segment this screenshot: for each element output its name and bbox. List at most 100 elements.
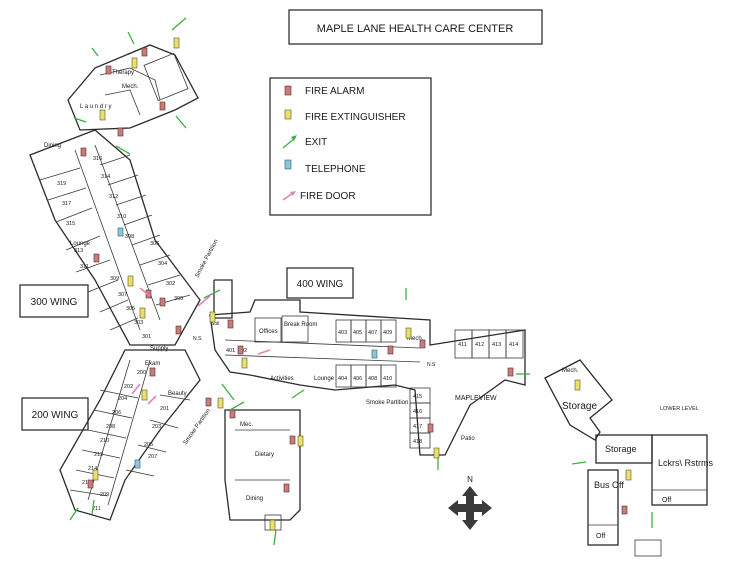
room-mec: Mec. bbox=[240, 422, 253, 428]
fire-extinguisher-icon bbox=[127, 275, 134, 287]
room-314: 314 bbox=[101, 174, 110, 180]
fire-extinguisher-icon bbox=[173, 37, 180, 49]
room-409: 409 bbox=[383, 330, 392, 336]
room-lounge-400: Lounge bbox=[314, 376, 335, 382]
legend-fire-extinguisher-icon bbox=[284, 109, 292, 120]
wing-300-label: 300 WING bbox=[31, 297, 78, 308]
fire-door-markers bbox=[131, 287, 271, 405]
room-308: 308 bbox=[125, 234, 134, 240]
room-off-b: Off bbox=[596, 533, 605, 540]
room-therapy: Therapy bbox=[112, 70, 134, 76]
exit-arrow-icon bbox=[127, 31, 135, 45]
fire-extinguisher-icon bbox=[209, 311, 216, 323]
exit-arrow-icon bbox=[115, 145, 131, 155]
room-dining: Dining bbox=[246, 496, 263, 502]
fire-alarm-icon bbox=[387, 345, 394, 355]
room-417: 417 bbox=[413, 424, 422, 430]
fire-alarm-icon bbox=[141, 47, 148, 57]
fire-alarm-icon bbox=[159, 297, 166, 307]
room-209: 209 bbox=[100, 492, 109, 498]
room-406: 406 bbox=[353, 376, 362, 382]
fire-alarm-icon bbox=[227, 319, 234, 329]
telephone-icon bbox=[134, 459, 141, 469]
compass-arrows-icon bbox=[448, 486, 492, 530]
wing-200-structure bbox=[59, 349, 201, 521]
room-411: 411 bbox=[458, 342, 467, 348]
room-316: 316 bbox=[93, 156, 102, 162]
room-201: 201 bbox=[160, 406, 169, 412]
fire-extinguisher-icon bbox=[269, 519, 276, 531]
fire-alarm-icon bbox=[105, 65, 112, 75]
room-211: 211 bbox=[92, 506, 101, 512]
room-305: 305 bbox=[126, 306, 135, 312]
legend-fire-door-icon bbox=[282, 192, 294, 201]
legend-exit-label: EXIT bbox=[305, 137, 327, 148]
fire-alarm-markers bbox=[80, 47, 628, 515]
room-patio: Patio bbox=[461, 436, 475, 442]
room-storage-lower: Storage bbox=[562, 401, 597, 412]
fire-extinguisher-icon bbox=[141, 389, 148, 401]
room-307: 307 bbox=[118, 292, 127, 298]
exit-arrow-icon bbox=[571, 461, 587, 465]
fire-alarm-icon bbox=[237, 345, 244, 355]
fire-alarm-icon bbox=[427, 423, 434, 433]
exit-arrow-icon bbox=[273, 529, 277, 546]
exit-arrow-icon bbox=[91, 499, 95, 515]
smoke-partition-b: Smoke Partition bbox=[183, 408, 212, 446]
wing-400-label: 400 WING bbox=[297, 279, 344, 290]
fire-extinguisher-icon bbox=[241, 357, 248, 369]
exit-arrow-icon bbox=[291, 389, 305, 399]
room-401: 401 bbox=[226, 348, 235, 354]
legend-exit-icon bbox=[282, 137, 296, 149]
room-exam: Exam bbox=[145, 361, 160, 367]
legend-fire-alarm-icon bbox=[284, 85, 292, 96]
room-210: 210 bbox=[100, 438, 109, 444]
map-title: MAPLE LANE HEALTH CARE CENTER bbox=[317, 23, 514, 35]
room-lounge-300: Lounge bbox=[70, 241, 91, 247]
room-207: 207 bbox=[148, 454, 157, 460]
room-301: 301 bbox=[142, 334, 151, 340]
fire-alarm-icon bbox=[149, 367, 156, 377]
room-415: 415 bbox=[413, 394, 422, 400]
room-nurse-station-b: N.S bbox=[427, 362, 436, 368]
fire-extinguisher-icon bbox=[217, 397, 224, 409]
exit-arrow-icon bbox=[175, 115, 187, 129]
room-bus-off: Bus Off bbox=[594, 480, 624, 490]
fire-alarm-icon bbox=[205, 397, 212, 407]
room-dietary: Dietary bbox=[255, 452, 274, 458]
fire-alarm-icon bbox=[419, 339, 426, 349]
wing-300-structure bbox=[29, 44, 201, 346]
room-407: 407 bbox=[368, 330, 377, 336]
room-416: 416 bbox=[413, 409, 422, 415]
smoke-partition-a: Smoke Partition bbox=[194, 239, 219, 279]
telephone-markers bbox=[117, 227, 378, 469]
room-216: 216 bbox=[82, 480, 91, 486]
room-310: 310 bbox=[117, 214, 126, 220]
room-414: 414 bbox=[509, 342, 518, 348]
wing-400-structure bbox=[209, 279, 526, 531]
fire-door-icon bbox=[197, 295, 211, 307]
room-313: 313 bbox=[74, 248, 83, 254]
room-storage-mid: Storage bbox=[605, 444, 637, 454]
room-300: 300 bbox=[174, 296, 183, 302]
room-break-room: Break Room bbox=[284, 322, 317, 328]
fire-extinguisher-icon bbox=[92, 469, 99, 481]
room-mech-top: Mech. bbox=[122, 84, 139, 90]
room-214: 214 bbox=[88, 466, 97, 472]
fire-extinguisher-icon bbox=[139, 307, 146, 319]
room-309: 309 bbox=[110, 276, 119, 282]
room-lockers-restrooms: Lckrs\ Rstrms bbox=[658, 458, 713, 468]
telephone-icon bbox=[117, 227, 124, 237]
room-404: 404 bbox=[338, 376, 347, 382]
smoke-partition-c: Smoke Partition bbox=[366, 400, 408, 406]
compass-north-label: N bbox=[467, 475, 473, 484]
room-304: 304 bbox=[158, 261, 167, 267]
legend-fire-extinguisher-label: FIRE EXTINGUISHER bbox=[305, 112, 406, 123]
room-mech-lower: Mech. bbox=[562, 368, 579, 374]
room-nurse-station-a: N.S. bbox=[193, 336, 203, 342]
room-numbers-200: 200 202 204 206 208 210 212 214 216 201 … bbox=[82, 370, 169, 512]
legend: FIRE ALARM FIRE EXTINGUISHER EXIT TELEPH… bbox=[269, 77, 432, 216]
exit-arrow-icon bbox=[203, 289, 221, 299]
room-319: 319 bbox=[57, 181, 66, 187]
